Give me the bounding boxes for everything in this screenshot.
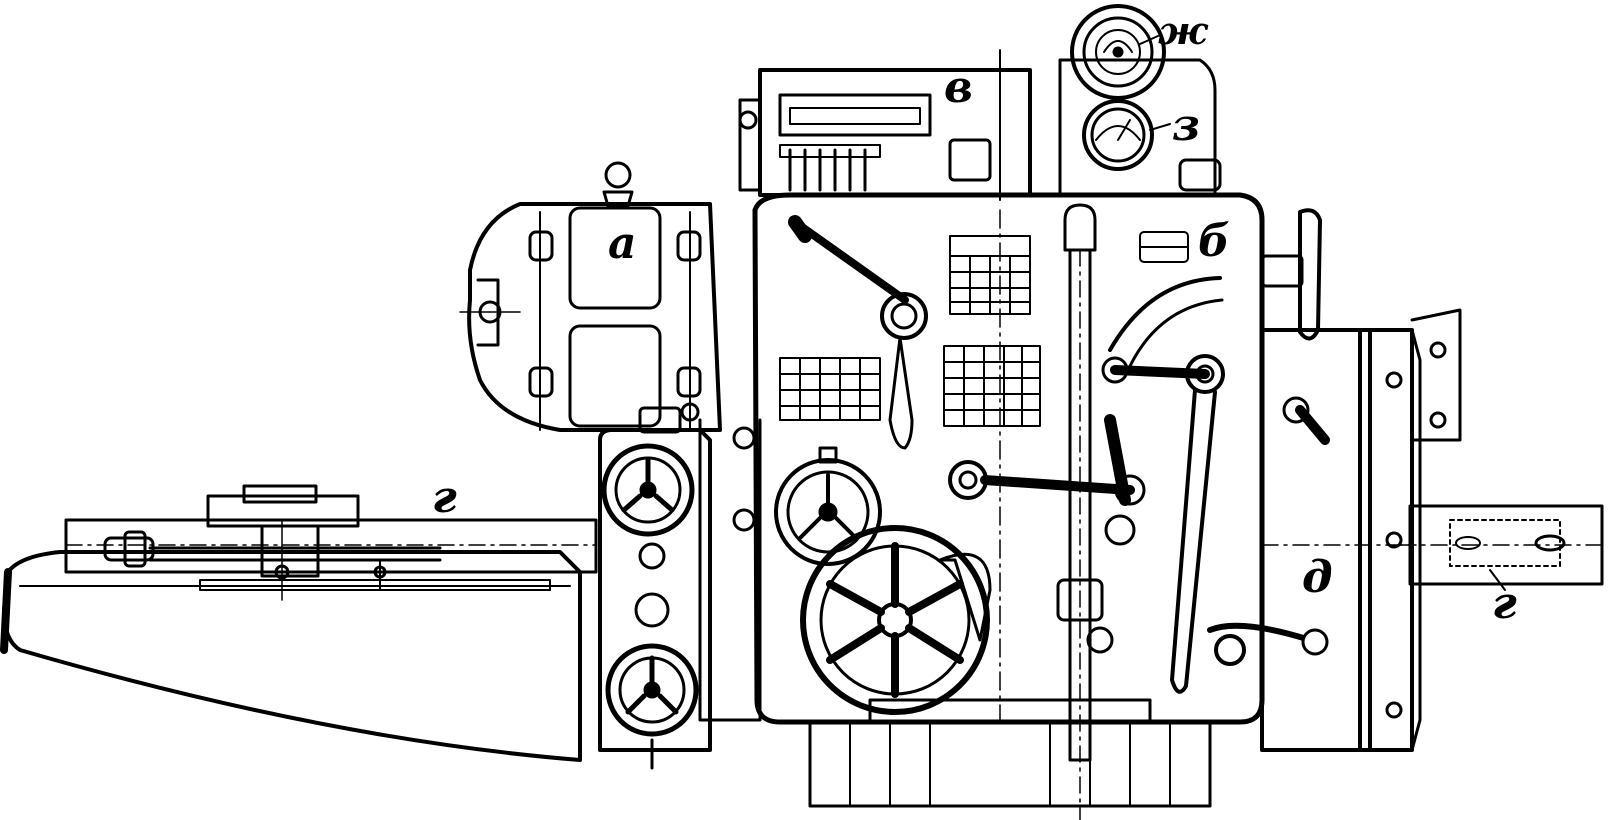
label-v: в bbox=[944, 62, 973, 113]
feed-chart-middle bbox=[943, 345, 1041, 427]
label-g-right: г bbox=[1492, 578, 1517, 629]
vertical-rod bbox=[1056, 203, 1114, 820]
worktable-left bbox=[64, 484, 598, 601]
worktable-right bbox=[1399, 504, 1604, 586]
handwheel-large bbox=[800, 525, 992, 715]
handwheel-left-lower bbox=[605, 592, 699, 770]
label-a: а bbox=[608, 218, 637, 269]
small-plate bbox=[1139, 231, 1189, 263]
label-d: д bbox=[1302, 552, 1333, 603]
handle-lever bbox=[1207, 622, 1329, 666]
label-zh: ж bbox=[1158, 8, 1209, 53]
feed-quadrant bbox=[1101, 276, 1225, 694]
handwheel-left-upper bbox=[601, 443, 695, 570]
ammeter bbox=[1082, 99, 1154, 171]
dial-gauge bbox=[1070, 4, 1166, 100]
label-z: з bbox=[1172, 100, 1200, 151]
machine-bed bbox=[0, 550, 582, 762]
handwheel-center-small bbox=[774, 446, 882, 566]
side-handwheel bbox=[1260, 208, 1330, 445]
feed-chart-top bbox=[949, 235, 1031, 315]
electric-motor bbox=[459, 161, 722, 432]
feed-box-left bbox=[598, 402, 762, 752]
label-g-left: г bbox=[432, 472, 457, 523]
speed-lever bbox=[788, 215, 928, 450]
clutch-lever bbox=[948, 414, 1146, 546]
overarm-bracket bbox=[1260, 308, 1462, 752]
label-b: б bbox=[1198, 216, 1230, 267]
top-housing bbox=[738, 49, 1222, 201]
feed-chart-left bbox=[779, 357, 881, 421]
